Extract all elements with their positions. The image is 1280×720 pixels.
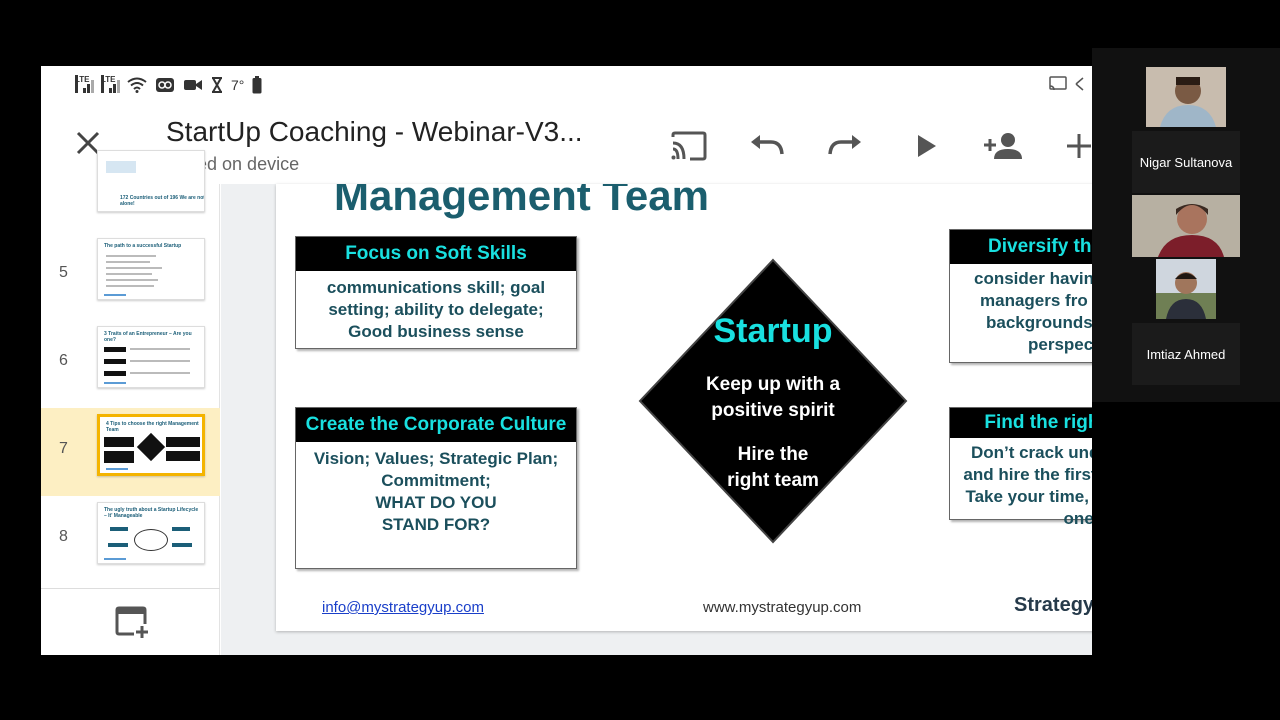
slide-thumbnail-4[interactable]: 172 Countries out of 196 We are not alon…: [97, 150, 205, 212]
thumbnail-title: The ugly truth about a Startup Lifecycle…: [104, 507, 199, 519]
thumbnail-title: 3 Traits of an Entrepreneur – Are you on…: [104, 331, 192, 343]
culture-line: Vision; Values; Strategic Plan;: [313, 449, 559, 468]
participant-video-2[interactable]: [1132, 195, 1240, 257]
email-link[interactable]: info@mystrategyup.com: [322, 599, 484, 616]
status-right-icons: [1048, 76, 1086, 92]
redo-button[interactable]: [825, 126, 865, 166]
soft-skills-box: Focus on Soft Skills communications skil…: [295, 236, 577, 349]
temperature-text: 7°: [231, 77, 245, 93]
soft-skills-text: communications skill; goal setting; abil…: [326, 278, 546, 341]
sidebar-divider: [41, 588, 220, 589]
corporate-culture-heading: Create the Corporate Culture: [296, 408, 576, 442]
brand-logo: Strategy Up: [1014, 588, 1092, 622]
hourglass-icon: [212, 77, 222, 93]
video-camera-icon: [184, 80, 202, 90]
diamond-line: right team: [727, 470, 819, 491]
slides-app-screen: LTE LTE 7° StartUp Coaching - Webinar-V3…: [41, 66, 1092, 655]
cast-button[interactable]: [669, 126, 709, 166]
diamond-line: positive spirit: [711, 400, 835, 421]
startup-diamond: Startup Keep up with a positive spirit H…: [638, 258, 908, 544]
no-sound-icon: [1075, 77, 1084, 91]
corporate-culture-text: Vision; Values; Strategic Plan; Commitme…: [296, 442, 576, 542]
add-slide-icon[interactable]: [114, 604, 150, 640]
play-icon: [918, 135, 936, 157]
plus-icon: [1067, 134, 1091, 158]
slide-thumbnail-6[interactable]: 3 Traits of an Entrepreneur – Are you on…: [97, 326, 205, 388]
participant-video-1[interactable]: [1146, 67, 1226, 127]
diversify-line: consider havin: [974, 269, 1092, 288]
right-skills-text: Don’t crack under pressure and hire the …: [963, 443, 1092, 528]
slide-title: Management Team: [334, 184, 709, 219]
participant-name-1: Nigar Sultanova: [1132, 131, 1240, 193]
add-person-icon: [984, 133, 1022, 159]
culture-line: Commitment;: [381, 471, 491, 490]
right-skills-heading: Find the right SKILLS: [950, 408, 1092, 438]
redo-icon: [828, 135, 861, 155]
undo-icon: [751, 135, 784, 155]
close-icon[interactable]: [73, 128, 103, 158]
thumbnail-row-5[interactable]: 5 The path to a successful Startup: [41, 232, 220, 320]
wifi-icon: [127, 77, 147, 93]
lte-signal-icon: LTE: [75, 75, 94, 93]
infinity-icon: [156, 78, 174, 92]
share-button[interactable]: [983, 126, 1023, 166]
person-avatar: [1132, 195, 1240, 257]
diversify-heading: Diversify th: [950, 230, 1092, 264]
present-button[interactable]: [907, 126, 947, 166]
thumbnail-title: The path to a successful Startup: [104, 243, 182, 249]
slide-number: 5: [59, 264, 68, 281]
current-slide[interactable]: Management Team Focus on Soft Skills com…: [276, 184, 1092, 631]
participant-video-3[interactable]: [1156, 259, 1216, 319]
participant-name-3: Imtiaz Ahmed: [1132, 323, 1240, 385]
right-skills-box: Find the right SKILLS Don’t crack under …: [949, 407, 1092, 528]
thumbnail-title: 172 Countries out of 196 We are not alon…: [120, 195, 205, 207]
video-participants-panel: Nigar Sultanova Imtiaz Ahmed: [1092, 48, 1280, 402]
lte-signal-icon-2: LTE: [101, 75, 120, 93]
corporate-culture-box: Create the Corporate Culture Vision; Val…: [295, 407, 577, 569]
cast-status-icon: [1049, 76, 1067, 91]
thumbnail-row-6[interactable]: 6 3 Traits of an Entrepreneur – Are you …: [41, 320, 220, 408]
diversify-line: managers fro: [980, 291, 1088, 310]
diamond-title: Startup: [713, 312, 833, 350]
person-avatar: [1146, 67, 1226, 127]
diversify-text: consider havin managers fro backgrounds …: [950, 264, 1092, 362]
document-title[interactable]: StartUp Coaching - Webinar-V3...: [166, 116, 583, 147]
slide-thumbnail-7-selected[interactable]: 4 Tips to choose the right Management Te…: [97, 414, 205, 476]
slide-thumbnail-panel: 172 Countries out of 196 We are not alon…: [41, 150, 220, 655]
soft-skills-heading: Focus on Soft Skills: [296, 237, 576, 271]
battery-icon: [252, 76, 262, 94]
brand-name: Strategy Up: [1014, 593, 1092, 616]
cast-icon: [671, 131, 707, 161]
person-avatar: [1156, 259, 1216, 319]
slide-number: 6: [59, 352, 68, 369]
insert-button[interactable]: [1059, 126, 1092, 166]
status-bar: LTE LTE 7°: [41, 66, 1092, 106]
undo-button[interactable]: [747, 126, 787, 166]
slide-canvas[interactable]: Management Team Focus on Soft Skills com…: [221, 184, 1092, 655]
diversify-box: Diversify th consider havin managers fro…: [949, 229, 1092, 363]
diamond-line: Keep up with a: [705, 374, 841, 395]
diamond-shape: [638, 258, 908, 544]
diamond-line: Hire the: [737, 444, 809, 465]
status-icons: LTE LTE 7°: [75, 75, 262, 94]
thumbnail-row-7[interactable]: 7 4 Tips to choose the right Management …: [41, 408, 220, 496]
thumbnail-row-8[interactable]: 8 The ugly truth about a Startup Lifecyc…: [41, 496, 220, 584]
thumbnail-row-4[interactable]: 172 Countries out of 196 We are not alon…: [41, 144, 220, 232]
slide-thumbnail-8[interactable]: The ugly truth about a Startup Lifecycle…: [97, 502, 205, 564]
diversify-line: backgrounds: [986, 313, 1092, 332]
culture-line: STAND FOR?: [381, 515, 491, 534]
slide-number: 8: [59, 528, 68, 545]
website-text: www.mystrategyup.com: [703, 599, 862, 616]
slide-number: 7: [59, 440, 68, 457]
culture-line: WHAT DO YOU: [375, 493, 497, 512]
thumbnail-title: 4 Tips to choose the right Management Te…: [106, 421, 199, 433]
slide-thumbnail-5[interactable]: The path to a successful Startup: [97, 238, 205, 300]
diversify-line: perspec: [1028, 335, 1092, 354]
